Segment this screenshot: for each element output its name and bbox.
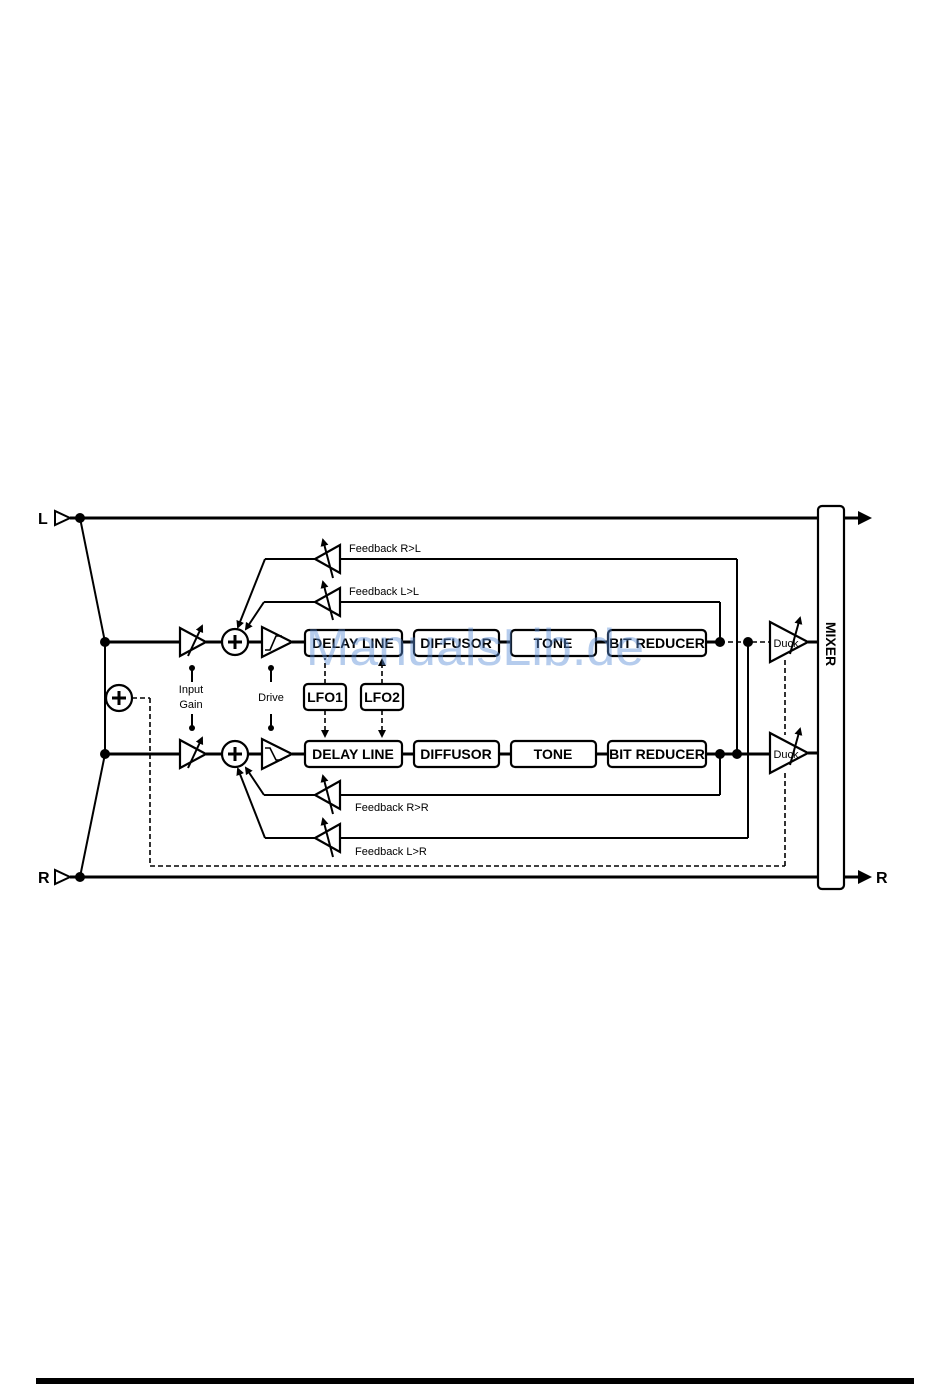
drive-amp-bottom	[262, 739, 292, 769]
feedback-rl-label: Feedback R>L	[349, 543, 421, 555]
split-wire	[80, 518, 105, 642]
feedback-wire	[246, 602, 264, 629]
input-gain-label-1: Input	[179, 684, 203, 696]
feedback-ll-label: Feedback L>L	[349, 586, 419, 598]
junction-dot	[189, 725, 195, 731]
input-gain-label-2: Gain	[179, 699, 202, 711]
delay-line-bottom-label: DELAY LINE	[312, 746, 394, 762]
tone-bottom-label: TONE	[534, 746, 573, 762]
lfo2-label: LFO2	[364, 689, 400, 705]
output-l-arrow	[858, 511, 872, 525]
feedback-lr-label: Feedback L>R	[355, 846, 427, 858]
mixer-box	[818, 506, 844, 889]
output-r-label: R	[876, 870, 888, 887]
split-wire	[80, 754, 105, 877]
drive-amp-top	[262, 627, 292, 657]
input-gain-amp-bottom	[180, 740, 206, 768]
duck-top-label: Duck	[773, 638, 799, 650]
junction-dot	[189, 665, 195, 671]
duck-bottom-label: Duck	[773, 749, 799, 761]
drive-label: Drive	[258, 692, 284, 704]
junction-dot	[268, 725, 274, 731]
watermark-text: ManualsLib.de	[306, 619, 644, 677]
feedback-wire	[246, 768, 264, 795]
feedback-wire	[238, 769, 265, 838]
input-r-label: R	[38, 870, 50, 887]
mixer-label: MIXER	[823, 622, 839, 666]
lfo1-label: LFO1	[307, 689, 343, 705]
input-r-connector	[55, 870, 70, 884]
input-gain-amp-top	[180, 628, 206, 656]
feedback-wire	[238, 559, 265, 627]
output-r-arrow	[858, 870, 872, 884]
input-l-label: L	[38, 511, 48, 528]
diffusor-bottom-label: DIFFUSOR	[420, 746, 492, 762]
junction-dot	[268, 665, 274, 671]
footer-rule	[36, 1378, 914, 1384]
bit-reducer-bottom-label: BIT REDUCER	[609, 746, 705, 762]
feedback-rr-label: Feedback R>R	[355, 802, 429, 814]
input-l-connector	[55, 511, 70, 525]
